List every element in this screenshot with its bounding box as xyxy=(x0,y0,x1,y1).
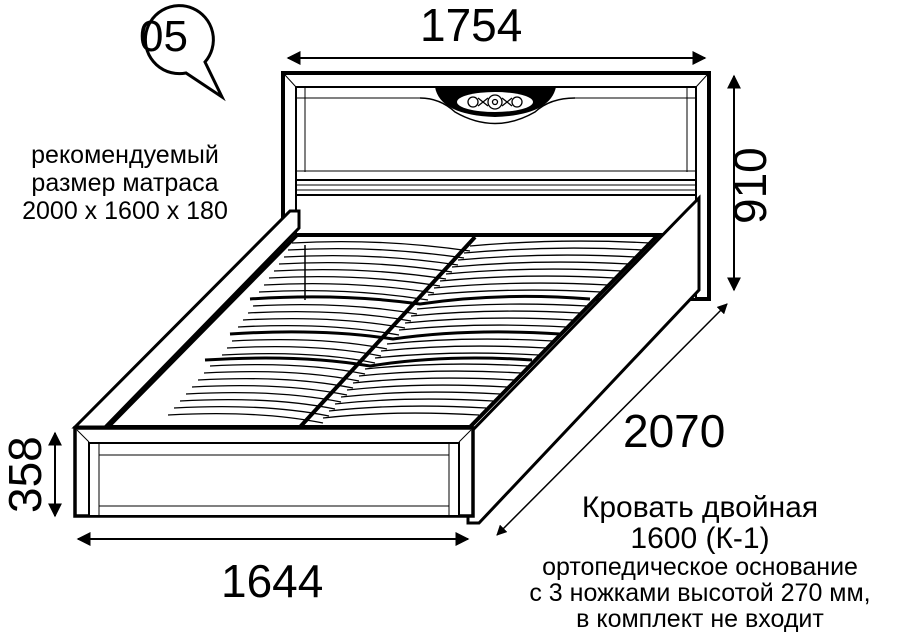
badge-number: 05 xyxy=(139,12,188,61)
product-detail-line: ортопедическое основание xyxy=(542,553,858,581)
badge-bubble-icon xyxy=(143,4,226,102)
mattress-note: рекомендуемый размер матраса 2000 x 1600… xyxy=(0,141,250,225)
ornament-icon xyxy=(467,94,523,110)
product-model: 1600 (К-1) xyxy=(630,522,770,555)
dim-label-footboard-height: 358 xyxy=(0,436,51,513)
dim-label-headboard-width: 1754 xyxy=(420,0,523,51)
mattress-note-line: 2000 x 1600 x 180 xyxy=(22,197,228,225)
product-description: Кровать двойная 1600 (К-1) ортопедическо… xyxy=(490,492,900,632)
dim-label-footboard-width: 1644 xyxy=(221,555,324,607)
mattress-note-line: рекомендуемый xyxy=(31,141,219,169)
product-detail-line: с 3 ножками высотой 270 мм, xyxy=(529,579,871,607)
mattress-note-line: размер матраса xyxy=(31,169,219,197)
product-title: Кровать двойная xyxy=(581,491,819,524)
dim-label-length: 2070 xyxy=(623,405,726,457)
dim-label-headboard-height: 910 xyxy=(724,147,776,224)
product-detail-line: в комплект не входит xyxy=(576,605,824,633)
dim-line-length xyxy=(496,303,728,536)
footboard xyxy=(73,426,475,518)
slat-base xyxy=(103,233,663,429)
